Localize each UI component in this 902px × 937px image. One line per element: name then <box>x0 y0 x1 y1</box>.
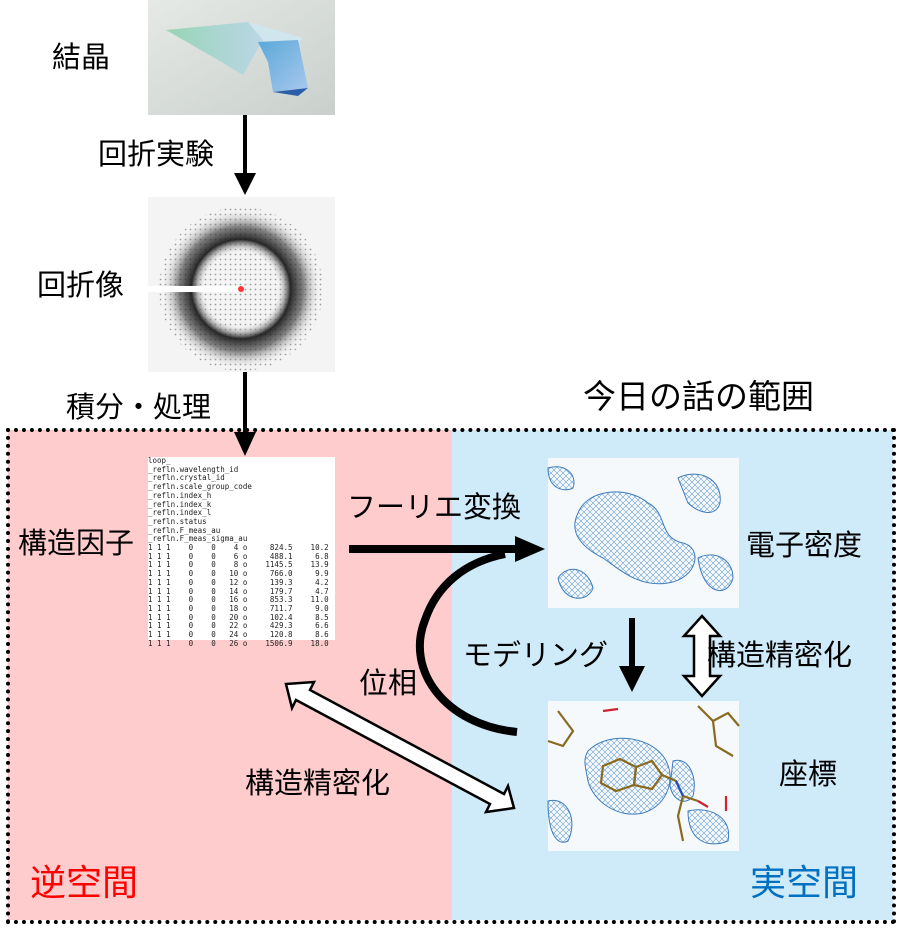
crystal-label: 結晶 <box>52 40 111 74</box>
scope-border <box>6 428 896 924</box>
refinement-right-label: 構造精密化 <box>707 638 853 672</box>
refinement-bottom-label: 構造精密化 <box>245 766 391 800</box>
arrow-down-1 <box>234 115 256 195</box>
coordinates-label: 座標 <box>779 757 838 791</box>
structure-factor-label: 構造因子 <box>18 526 135 560</box>
electron-density-label: 電子密度 <box>746 528 863 562</box>
scope-label: 今日の話の範囲 <box>583 377 814 416</box>
diffraction-image-label: 回折像 <box>37 268 125 302</box>
electron-density-image <box>547 458 739 608</box>
phase-curved-arrow <box>416 550 518 736</box>
reciprocal-space-label: 逆空間 <box>30 863 139 904</box>
refinement-double-arrow-vertical <box>681 614 723 698</box>
modeling-arrow <box>619 618 645 692</box>
diffraction-experiment-label: 回折実験 <box>98 137 215 171</box>
fourier-arrow <box>349 536 545 562</box>
arrow-down-2 <box>234 372 256 456</box>
fourier-label: フーリエ変換 <box>347 490 522 524</box>
modeling-label: モデリング <box>463 638 609 672</box>
integration-label: 積分・処理 <box>66 390 212 424</box>
cif-text: loop_ _refln.wavelength_id _refln.crysta… <box>148 456 329 648</box>
phase-label: 位相 <box>359 666 418 700</box>
coordinates-image <box>547 701 740 851</box>
crystal-image <box>148 0 335 115</box>
real-space-label: 実空間 <box>750 863 859 904</box>
diffraction-image <box>148 197 335 372</box>
refinement-double-arrow-diagonal <box>284 680 516 814</box>
structure-factor-table: loop_ _refln.wavelength_id _refln.crysta… <box>148 456 335 648</box>
